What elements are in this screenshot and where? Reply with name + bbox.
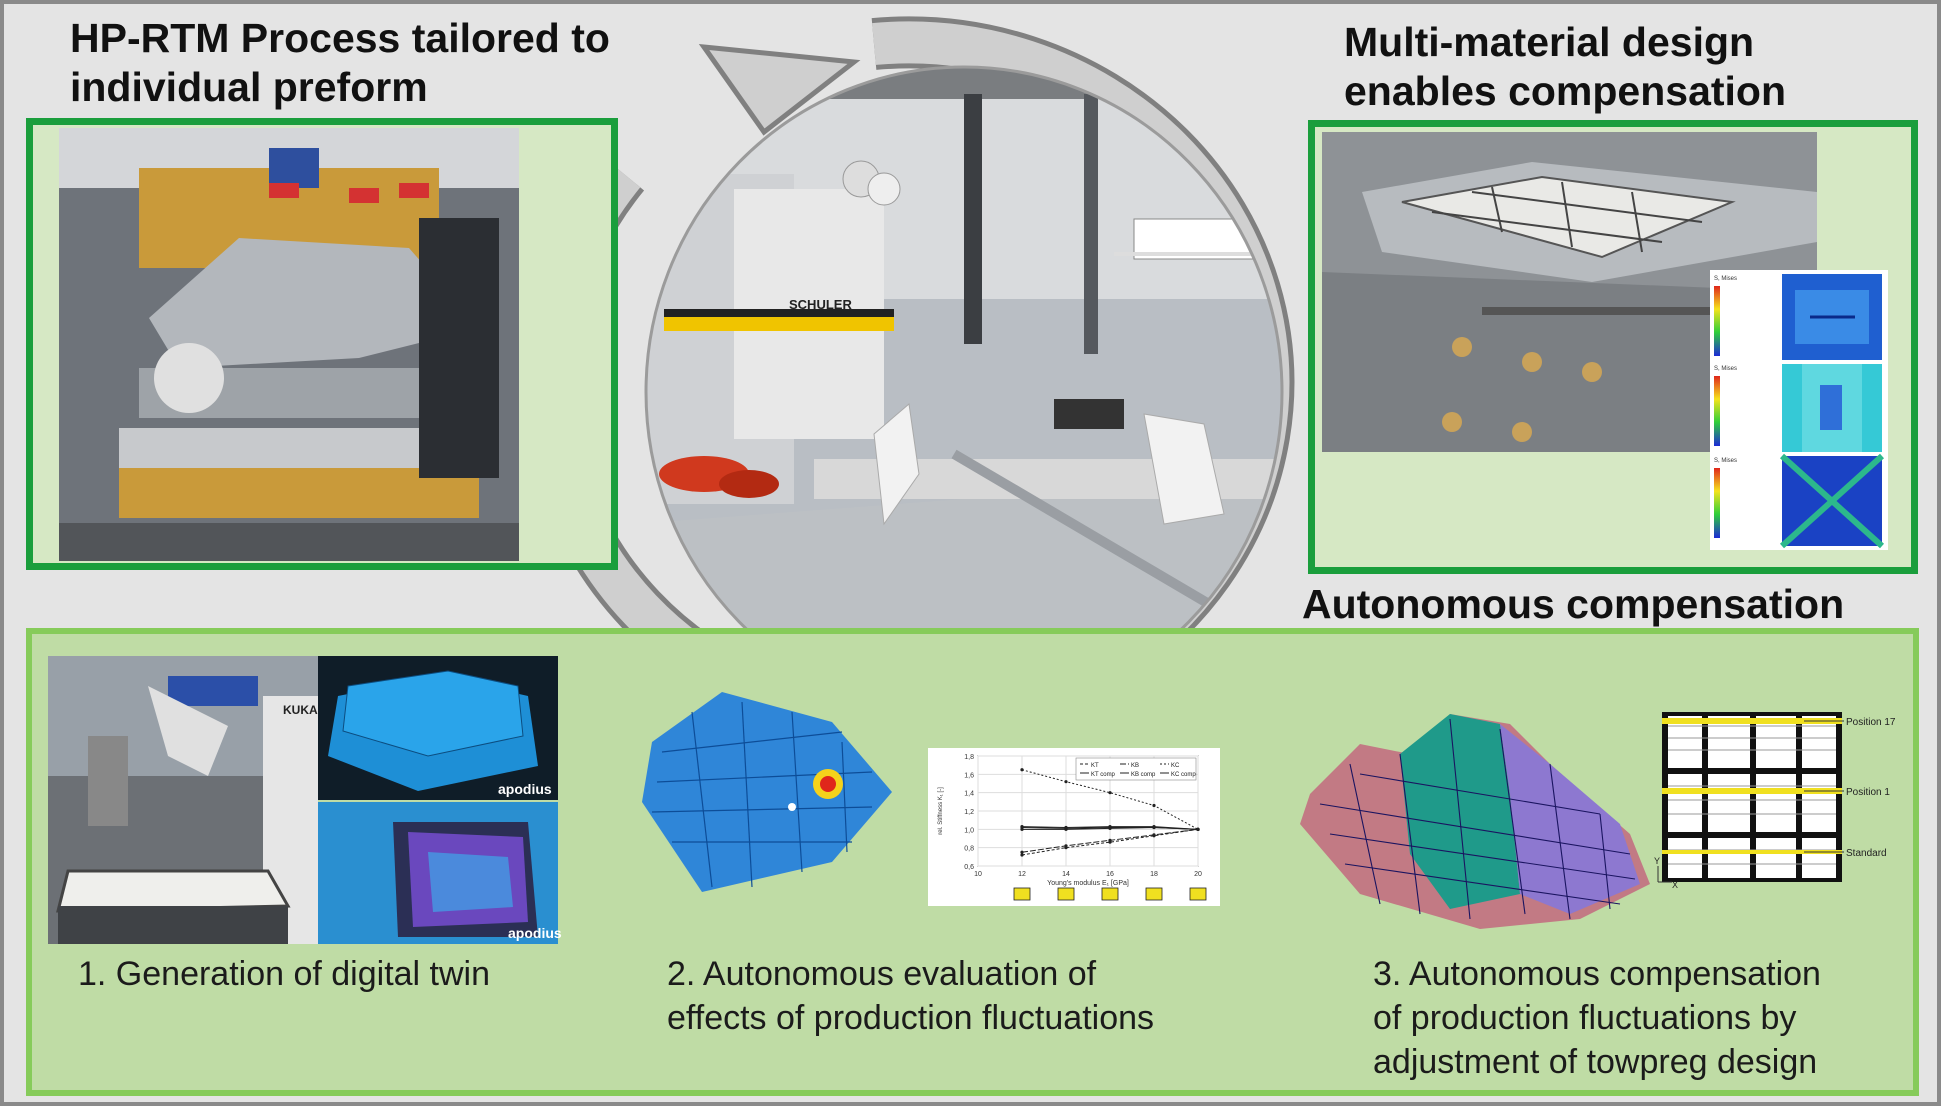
chart-legend-label: KB bbox=[1131, 763, 1139, 769]
step3-caption: 3. Autonomous compensation of production… bbox=[1373, 952, 1821, 1084]
chart-xtick-label: 16 bbox=[1106, 871, 1114, 878]
chart-point bbox=[1108, 824, 1112, 829]
chart-point bbox=[1152, 833, 1156, 837]
chart-ytick-label: 1,6 bbox=[964, 772, 974, 779]
stiffness-chart-legend: KT KB KC KT comp KB comp KC comp bbox=[1075, 757, 1196, 781]
chart-ytick-label: 1,4 bbox=[964, 791, 974, 798]
chart-legend-label: KB comp bbox=[1131, 772, 1156, 778]
step3-caption-line2: of production fluctuations by bbox=[1373, 999, 1797, 1037]
autonomous-heading: Autonomous compensation bbox=[1302, 581, 1845, 627]
fe-mesh-deviation-image bbox=[642, 692, 892, 892]
scan-brand-top-label: apodius bbox=[498, 781, 552, 797]
chart-point bbox=[1020, 768, 1024, 772]
chart-point bbox=[1020, 853, 1024, 857]
multi-material-heading-line2: enables compensation bbox=[1344, 68, 1787, 115]
chart-xtick-label: 12 bbox=[1018, 871, 1026, 878]
chart-point bbox=[1020, 850, 1024, 854]
chart-xtick-label: 10 bbox=[974, 871, 982, 878]
chart-legend-label: KT bbox=[1091, 763, 1099, 769]
multi-material-heading: Multi-material design enables compensati… bbox=[1344, 18, 1786, 116]
step1-caption: 1. Generation of digital twin bbox=[78, 955, 491, 993]
chart-ytick-label: 0,6 bbox=[964, 864, 974, 871]
chart-point bbox=[1152, 803, 1156, 808]
layup-axis-y: Y bbox=[1654, 856, 1660, 866]
scan-top-image: apodius bbox=[318, 656, 558, 800]
chart-ytick-label: 1,8 bbox=[964, 754, 974, 761]
chart-ytick-label: 1,0 bbox=[964, 827, 974, 834]
chart-point bbox=[1064, 844, 1068, 848]
fem-legend-label-2: S, Mises bbox=[1714, 366, 1737, 372]
chart-ylabel: rel. Stiffness K₁ [-] bbox=[938, 787, 944, 835]
chart-point bbox=[1152, 824, 1156, 829]
hp-rtm-heading-line1: HP-RTM Process tailored to bbox=[70, 15, 610, 61]
fem-legend-label-1: S, Mises bbox=[1714, 276, 1737, 282]
step2-caption: 2. Autonomous evaluation of effects of p… bbox=[667, 952, 1154, 1040]
chart-point bbox=[1108, 838, 1112, 842]
chart-layup-icon bbox=[1057, 887, 1075, 901]
chart-point bbox=[1196, 827, 1200, 831]
chart-layup-icon bbox=[1101, 887, 1119, 901]
step3-caption-line1: 3. Autonomous compensation bbox=[1373, 955, 1821, 993]
chart-ytick-label: 1,2 bbox=[964, 809, 974, 816]
figure-canvas: SCHULER HP-RTM Process tailored to indiv… bbox=[4, 4, 1937, 1102]
chart-layup-icon bbox=[1145, 887, 1163, 901]
chart-legend-label: KC bbox=[1171, 763, 1180, 769]
towpreg-mesh-image bbox=[1300, 704, 1650, 929]
press-brand-label: SCHULER bbox=[789, 297, 852, 312]
chart-point bbox=[1064, 825, 1068, 830]
layup-label-position1: Position 1 bbox=[1846, 787, 1890, 798]
chart-point bbox=[1020, 827, 1024, 831]
hp-rtm-press-photo bbox=[59, 128, 519, 561]
layup-axis-x: X bbox=[1672, 880, 1678, 890]
chart-ytick-label: 0,8 bbox=[964, 846, 974, 853]
scan-brand-bottom-label: apodius bbox=[508, 925, 562, 941]
chart-xtick-label: 18 bbox=[1150, 871, 1158, 878]
chart-point bbox=[1064, 780, 1068, 784]
layup-label-position17: Position 17 bbox=[1846, 717, 1896, 728]
scan-bottom-image: apodius bbox=[318, 802, 562, 944]
stiffness-chart-series bbox=[1020, 768, 1200, 857]
chart-legend-label: KC comp bbox=[1171, 772, 1196, 778]
chart-point bbox=[1020, 824, 1024, 829]
step2-caption-line2: effects of production fluctuations bbox=[667, 999, 1155, 1037]
chart-legend-label: KT comp bbox=[1091, 772, 1116, 778]
step2-caption-line1: 2. Autonomous evaluation of bbox=[667, 955, 1097, 993]
fem-stress-plots: S, Mises S, Mises S, Mises bbox=[1710, 270, 1888, 550]
layup-label-standard: Standard bbox=[1846, 848, 1887, 859]
digital-twin-robot-photo: KUKA bbox=[48, 656, 318, 944]
step3-caption-line3: adjustment of towpreg design bbox=[1373, 1043, 1818, 1081]
fem-legend-label-3: S, Mises bbox=[1714, 458, 1737, 464]
chart-point bbox=[1108, 791, 1112, 795]
chart-xtick-label: 14 bbox=[1062, 871, 1070, 878]
chart-layup-icon bbox=[1189, 887, 1207, 901]
multi-material-heading-line1: Multi-material design bbox=[1344, 19, 1755, 65]
chart-series-line bbox=[1021, 769, 1199, 830]
hp-rtm-heading: HP-RTM Process tailored to individual pr… bbox=[70, 14, 610, 112]
chart-xtick-label: 20 bbox=[1194, 871, 1202, 878]
towpreg-layup-image: Position 17 Position 1 Standard Y X bbox=[1654, 710, 1896, 890]
chart-layup-icon bbox=[1013, 887, 1031, 901]
robot-brand-label: KUKA bbox=[283, 703, 318, 717]
chart-xlabel: Young's modulus E₁ [GPa] bbox=[1047, 880, 1129, 887]
hp-rtm-heading-line2: individual preform bbox=[70, 64, 428, 111]
